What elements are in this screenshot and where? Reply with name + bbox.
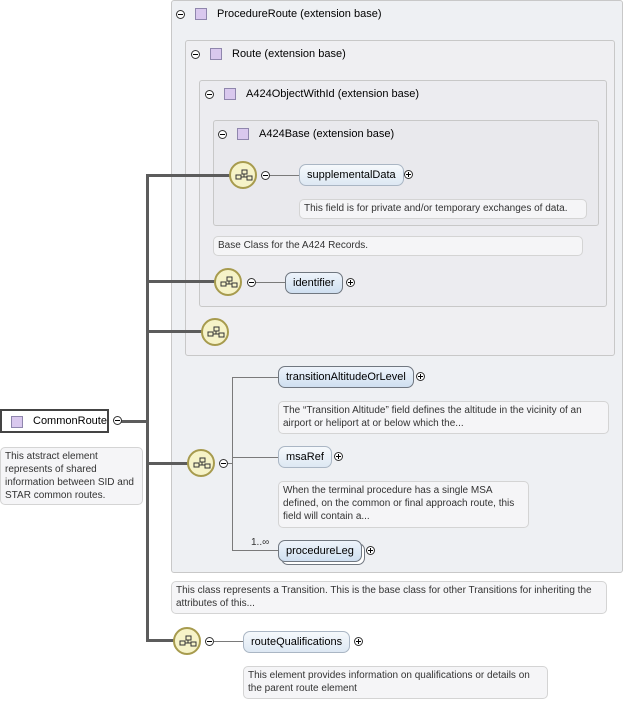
connector-line <box>232 377 278 378</box>
connector-line <box>146 280 216 283</box>
element-routequalifications[interactable]: routeQualifications <box>243 631 351 653</box>
procedure-route-documentation: This class represents a Transition. This… <box>171 581 607 614</box>
a424-base-collapse-icon[interactable] <box>218 130 227 139</box>
root-element-commonroute[interactable]: CommonRoute <box>0 409 109 433</box>
element-transitionaltitudeorlevel[interactable]: transitionAltitudeOrLevel <box>278 366 414 388</box>
procedureleg-cardinality: 1..∞ <box>251 537 270 548</box>
class-icon <box>210 48 222 60</box>
sequence-compositor-icon[interactable] <box>201 318 229 346</box>
a424-object-label: A424ObjectWithId (extension base) <box>246 88 420 100</box>
connector-line <box>232 550 278 551</box>
procedure-route-label: ProcedureRoute (extension base) <box>217 8 382 20</box>
connector-line <box>232 457 278 458</box>
a424-base-documentation: Base Class for the A424 Records. <box>213 236 583 256</box>
sequence-collapse-icon[interactable] <box>261 171 270 180</box>
class-icon <box>11 416 23 428</box>
expand-icon[interactable] <box>404 170 413 179</box>
sequence-collapse-icon[interactable] <box>205 637 214 646</box>
routequalifications-documentation: This element provides information on qua… <box>243 666 548 699</box>
element-supplementaldata[interactable]: supplementalData <box>299 164 404 186</box>
element-msaref[interactable]: msaRef <box>278 446 332 468</box>
expand-icon[interactable] <box>354 637 363 646</box>
sequence-compositor-icon[interactable] <box>229 161 257 189</box>
sequence-compositor-icon[interactable] <box>173 627 201 655</box>
root-element-label: CommonRoute <box>33 415 107 427</box>
connector-line <box>146 639 174 642</box>
sequence-compositor-icon[interactable] <box>187 449 215 477</box>
root-collapse-icon[interactable] <box>113 416 122 425</box>
expand-icon[interactable] <box>416 372 425 381</box>
connector-line <box>146 462 188 465</box>
connector-line <box>146 174 231 177</box>
sequence-compositor-icon[interactable] <box>214 268 242 296</box>
connector-line <box>121 420 147 423</box>
expand-icon[interactable] <box>334 452 343 461</box>
expand-icon[interactable] <box>366 546 375 555</box>
class-icon <box>195 8 207 20</box>
connector-line <box>232 377 233 551</box>
connector-line <box>214 641 243 642</box>
connector-line <box>256 282 285 283</box>
a424-object-collapse-icon[interactable] <box>205 90 214 99</box>
route-label: Route (extension base) <box>232 48 346 60</box>
msaref-documentation: When the terminal procedure has a single… <box>278 481 529 528</box>
element-identifier[interactable]: identifier <box>285 272 343 294</box>
connector-line <box>146 330 202 333</box>
route-collapse-icon[interactable] <box>191 50 200 59</box>
root-documentation: This atstract element represents of shar… <box>0 447 143 505</box>
connector-line <box>146 175 149 640</box>
class-icon <box>237 128 249 140</box>
connector-line <box>270 175 299 176</box>
connector-line <box>228 463 233 464</box>
transitionaltitude-documentation: The “Transition Altitude” field defines … <box>278 401 609 434</box>
sequence-collapse-icon[interactable] <box>247 278 256 287</box>
element-procedureleg[interactable]: procedureLeg <box>278 540 362 562</box>
sequence-collapse-icon[interactable] <box>219 459 228 468</box>
procedure-route-collapse-icon[interactable] <box>176 10 185 19</box>
a424-base-label: A424Base (extension base) <box>259 128 395 140</box>
class-icon <box>224 88 236 100</box>
supplementaldata-documentation: This field is for private and/or tempora… <box>299 199 587 219</box>
expand-icon[interactable] <box>346 278 355 287</box>
